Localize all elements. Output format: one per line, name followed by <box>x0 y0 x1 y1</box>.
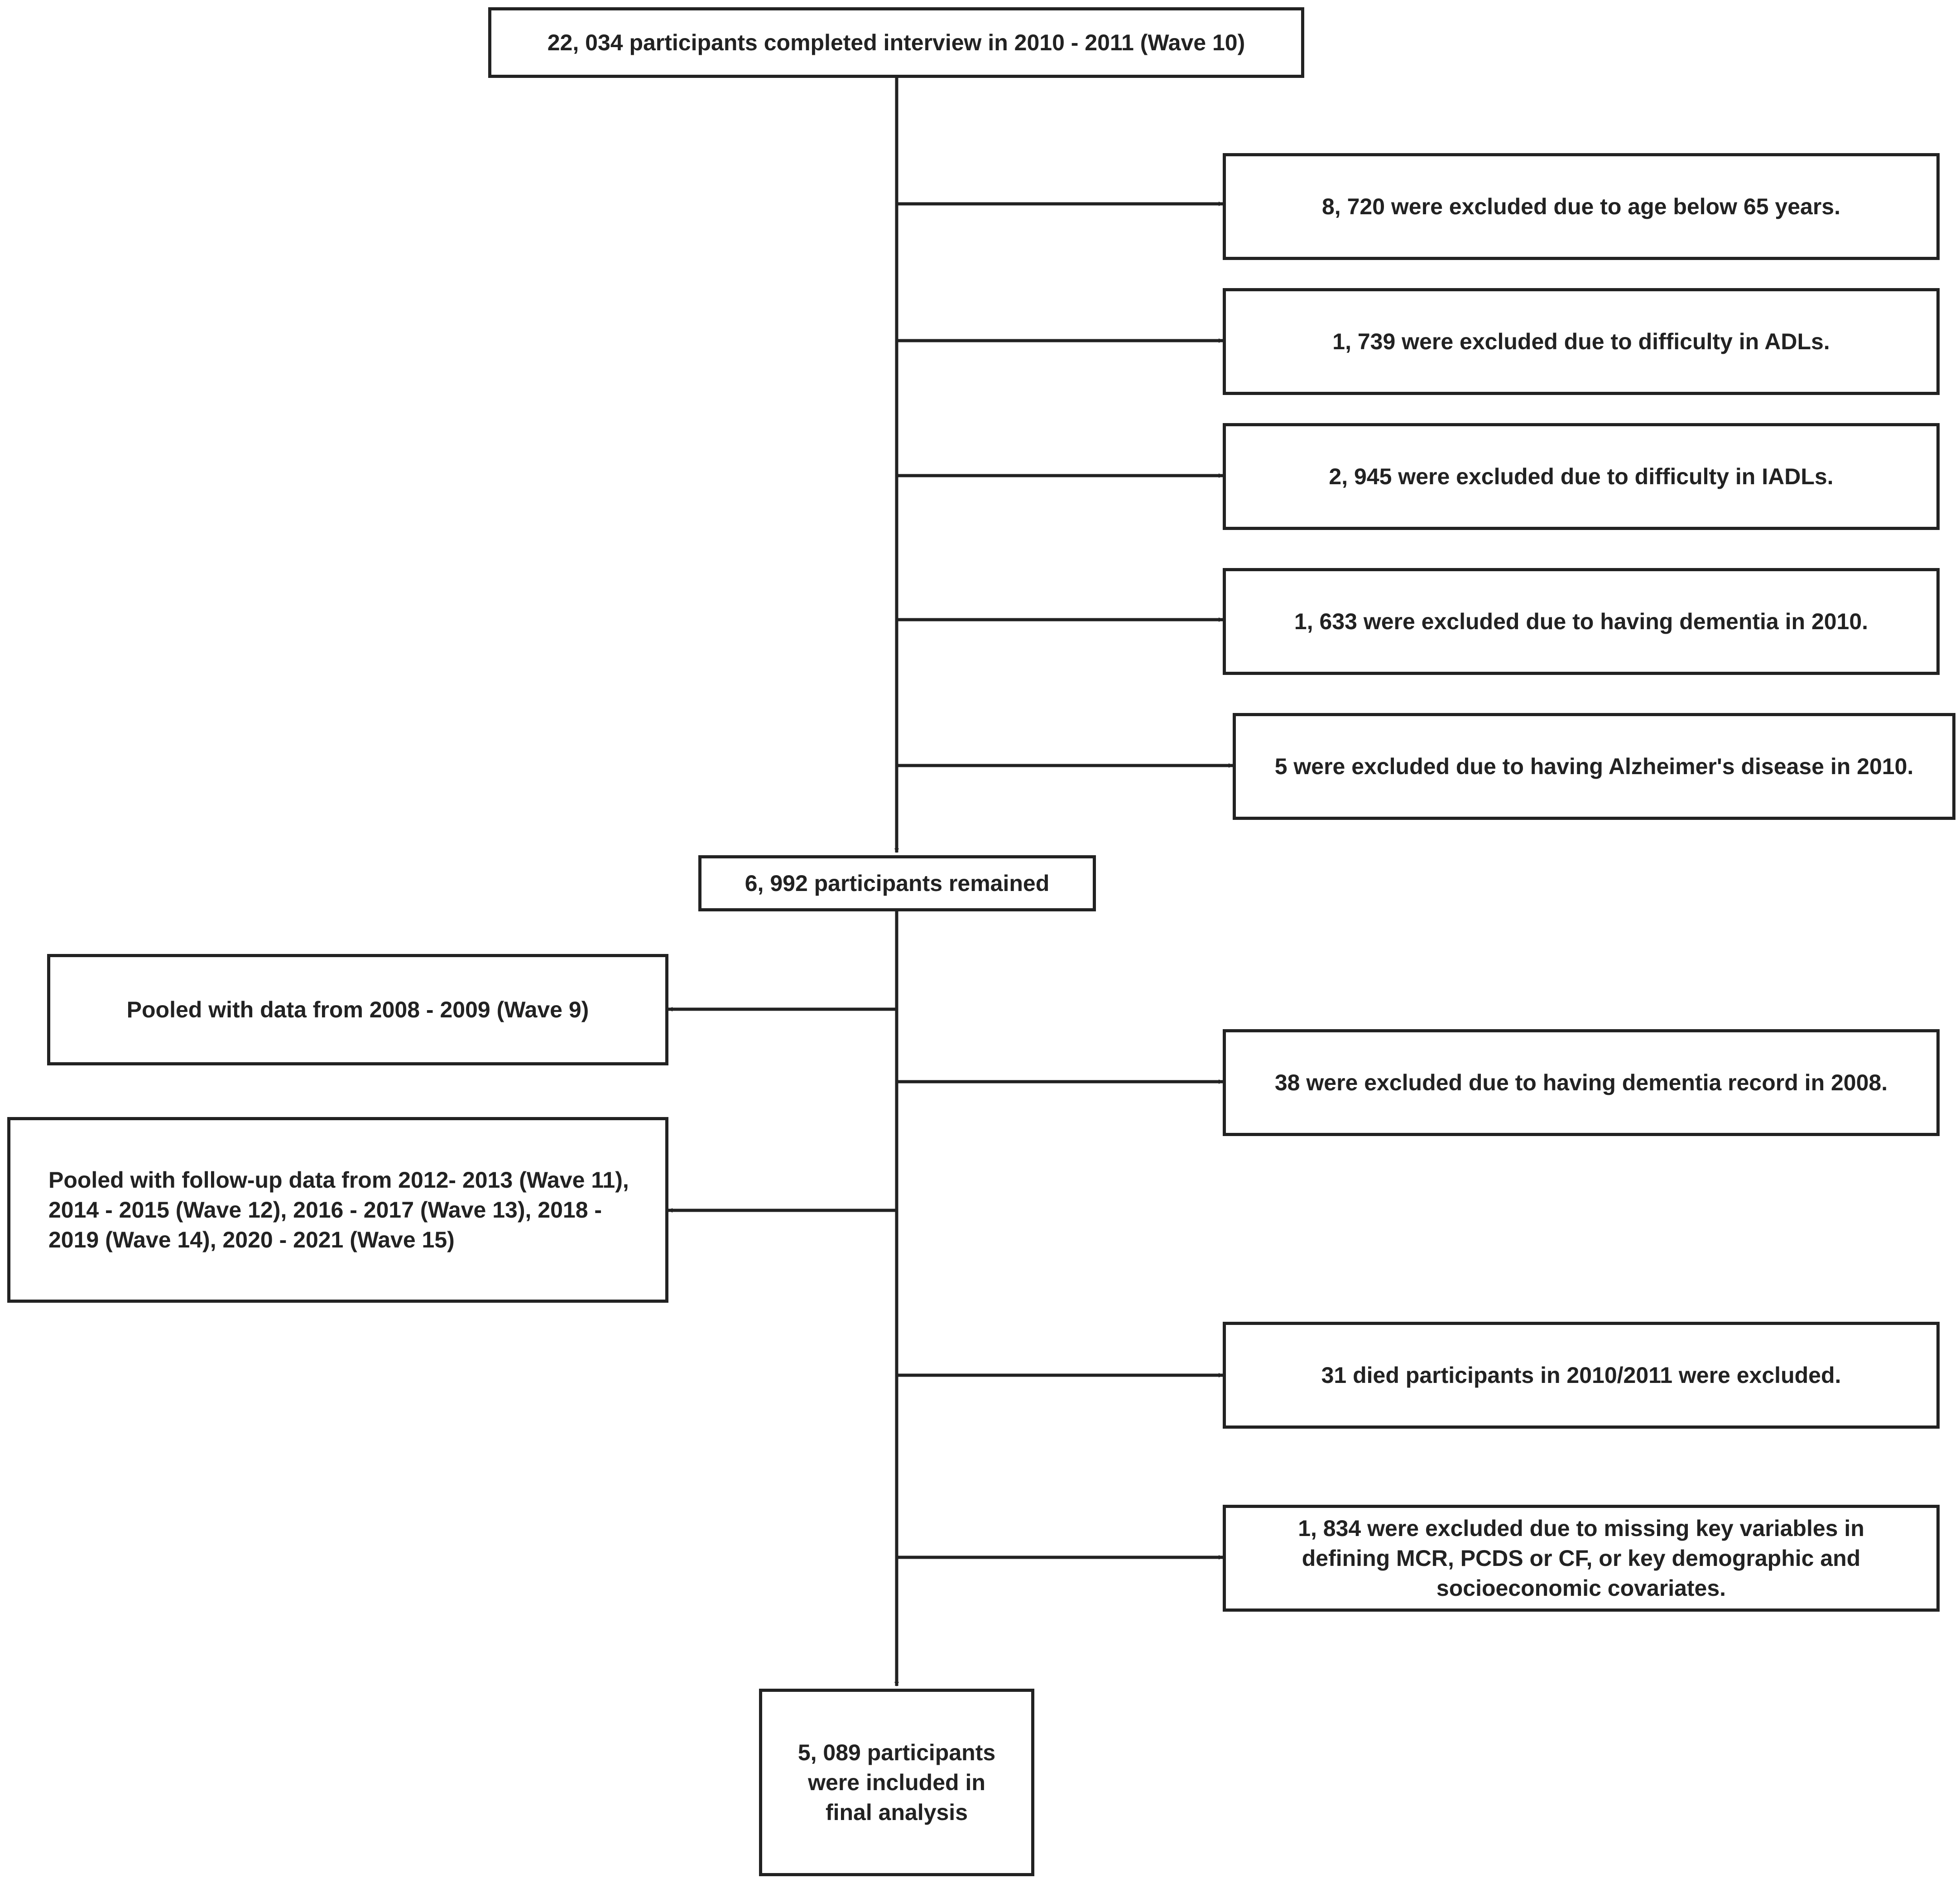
exclusion-died-box: 31 died participants in 2010/2011 were e… <box>1223 1322 1940 1429</box>
exclusion-missing-text: 1, 834 were excluded due to missing key … <box>1298 1513 1864 1603</box>
exclusion-age-box: 8, 720 were excluded due to age below 65… <box>1223 153 1940 260</box>
final-box: 5, 089 participants were included in fin… <box>759 1689 1034 1876</box>
exclusion-adl-box: 1, 739 were excluded due to difficulty i… <box>1223 288 1940 395</box>
final-line-1: 5, 089 participants <box>797 1740 996 1765</box>
final-line-3: final analysis <box>825 1800 968 1825</box>
pooled-followup-line-2: 2014 - 2015 (Wave 12), 2016 - 2017 (Wave… <box>48 1197 602 1223</box>
exclusion-missing-line-2: defining MCR, PCDS or CF, or key demogra… <box>1302 1546 1861 1571</box>
pooled-followup-text: Pooled with follow-up data from 2012- 20… <box>10 1165 665 1255</box>
pooled-wave9-box: Pooled with data from 2008 - 2009 (Wave … <box>47 954 668 1065</box>
pooled-followup-line-3: 2019 (Wave 14), 2020 - 2021 (Wave 15) <box>48 1227 455 1252</box>
remaining-label: 6, 992 participants remained <box>745 871 1050 896</box>
start-box: 22, 034 participants completed interview… <box>488 7 1304 78</box>
remaining-box: 6, 992 participants remained <box>698 855 1096 911</box>
exclusion-died-label: 31 died participants in 2010/2011 were e… <box>1321 1363 1841 1388</box>
exclusion-adl-label: 1, 739 were excluded due to difficulty i… <box>1332 329 1830 354</box>
exclusion-missing-box: 1, 834 were excluded due to missing key … <box>1223 1505 1940 1612</box>
exclusion-alzheimers-label: 5 were excluded due to having Alzheimer'… <box>1274 754 1914 779</box>
exclusion-dementia-2008-label: 38 were excluded due to having dementia … <box>1274 1070 1888 1095</box>
exclusion-age-label: 8, 720 were excluded due to age below 65… <box>1322 194 1840 219</box>
pooled-wave9-label: Pooled with data from 2008 - 2009 (Wave … <box>126 997 589 1022</box>
exclusion-iadl-label: 2, 945 were excluded due to difficulty i… <box>1329 464 1834 489</box>
exclusion-dementia-box: 1, 633 were excluded due to having demen… <box>1223 568 1940 675</box>
final-text: 5, 089 participants were included in fin… <box>798 1738 995 1827</box>
exclusion-dementia-2008-box: 38 were excluded due to having dementia … <box>1223 1029 1940 1136</box>
start-label: 22, 034 participants completed interview… <box>547 30 1245 55</box>
exclusion-iadl-box: 2, 945 were excluded due to difficulty i… <box>1223 423 1940 530</box>
exclusion-missing-line-3: socioeconomic covariates. <box>1436 1575 1726 1601</box>
exclusion-missing-line-1: 1, 834 were excluded due to missing key … <box>1298 1516 1864 1541</box>
exclusion-dementia-label: 1, 633 were excluded due to having demen… <box>1294 609 1869 634</box>
pooled-followup-line-1: Pooled with follow-up data from 2012- 20… <box>48 1167 629 1193</box>
pooled-followup-box: Pooled with follow-up data from 2012- 20… <box>7 1117 668 1303</box>
exclusion-alzheimers-box: 5 were excluded due to having Alzheimer'… <box>1233 713 1955 820</box>
final-line-2: were included in <box>808 1770 985 1795</box>
